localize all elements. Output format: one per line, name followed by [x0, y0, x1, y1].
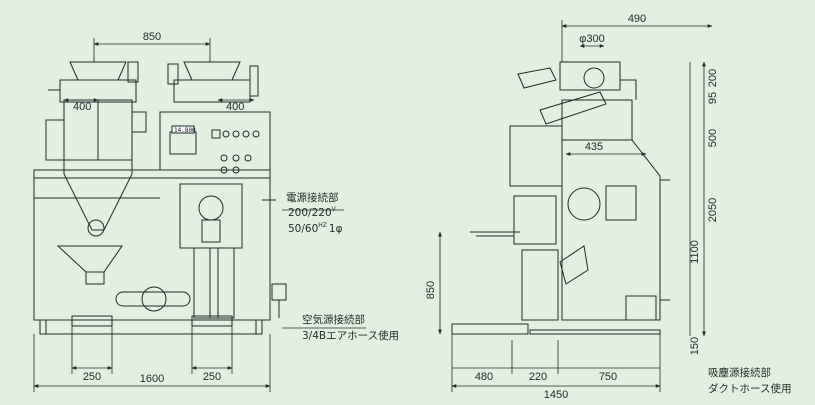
power-label: 電源接続部 — [286, 191, 339, 204]
dust-hose: ダクトホース使用 — [708, 382, 791, 395]
front-dimensions — [33, 38, 366, 392]
dim-850: 850 — [143, 31, 161, 43]
dim-250-right: 250 — [203, 371, 221, 383]
dim-95: 95 — [707, 92, 719, 104]
side-view — [451, 61, 670, 335]
front-labels: 850 400 400 250 1600 250 14.800 電源接続部 20… — [73, 31, 399, 385]
dim-400-right: 400 — [226, 101, 244, 113]
power-freq-unit: HZ — [318, 222, 327, 229]
side-dimensions — [438, 20, 713, 392]
side-labels: 490 φ300 435 200 95 500 2050 1100 850 15… — [425, 13, 791, 401]
power-voltage: 200/220 — [288, 207, 332, 219]
air-hose: 3/4Bエアホース使用 — [302, 329, 399, 342]
panel-display: 14.800 — [174, 127, 196, 134]
dim-490: 490 — [628, 13, 646, 25]
dim-250-left: 250 — [83, 371, 101, 383]
power-phase: 1φ — [329, 223, 343, 235]
dim-220: 220 — [529, 371, 547, 383]
dim-2050: 2050 — [707, 198, 719, 222]
dim-1600: 1600 — [140, 373, 164, 385]
dim-435: 435 — [585, 141, 603, 153]
dim-500: 500 — [707, 129, 719, 147]
dim-480: 480 — [475, 371, 493, 383]
dim-200: 200 — [707, 69, 719, 87]
dim-1450: 1450 — [544, 389, 568, 401]
front-view — [33, 61, 287, 335]
power-voltage-unit: V — [332, 206, 337, 213]
dim-750: 750 — [599, 371, 617, 383]
dim-850-height: 850 — [425, 281, 437, 299]
dim-400-left: 400 — [73, 101, 91, 113]
air-label: 空気源接続部 — [302, 313, 365, 326]
power-freq: 50/60 — [288, 223, 318, 235]
dim-1100: 1100 — [689, 240, 701, 264]
dust-label: 吸塵源接続部 — [708, 366, 771, 379]
dim-150: 150 — [689, 337, 701, 355]
svg-text:200/220V: 200/220V — [288, 206, 337, 219]
dim-phi300: φ300 — [579, 33, 605, 45]
